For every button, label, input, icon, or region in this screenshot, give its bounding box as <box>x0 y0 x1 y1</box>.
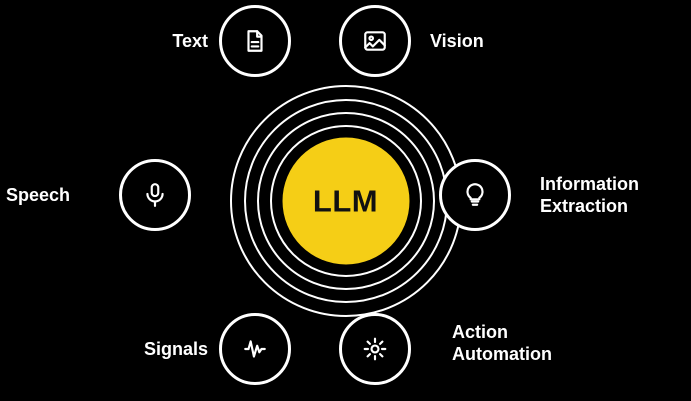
microphone-icon <box>142 182 168 208</box>
concentric-ring-1 <box>269 124 422 277</box>
label-information-extraction: Information Extraction <box>540 174 639 216</box>
label-signals: Signals <box>143 339 208 359</box>
label-action-automation: Action Automation <box>452 322 552 364</box>
image-photo-icon <box>362 28 388 54</box>
label-text: Text <box>172 31 208 51</box>
document-text-icon <box>242 28 268 54</box>
node-signals[interactable] <box>219 313 291 385</box>
concentric-ring-2 <box>256 111 435 290</box>
node-action-automation[interactable] <box>339 313 411 385</box>
label-speech: Speech <box>6 185 71 205</box>
llm-hub[interactable]: LLM <box>282 137 409 264</box>
gear-automation-icon <box>362 336 388 362</box>
node-information-extraction[interactable] <box>439 159 511 231</box>
node-speech[interactable] <box>119 159 191 231</box>
llm-hub-label: LLM <box>312 183 379 218</box>
lightbulb-icon <box>462 182 488 208</box>
node-text[interactable] <box>219 5 291 77</box>
node-vision[interactable] <box>339 5 411 77</box>
label-vision: Vision <box>430 31 484 51</box>
waveform-signal-icon <box>242 336 268 362</box>
